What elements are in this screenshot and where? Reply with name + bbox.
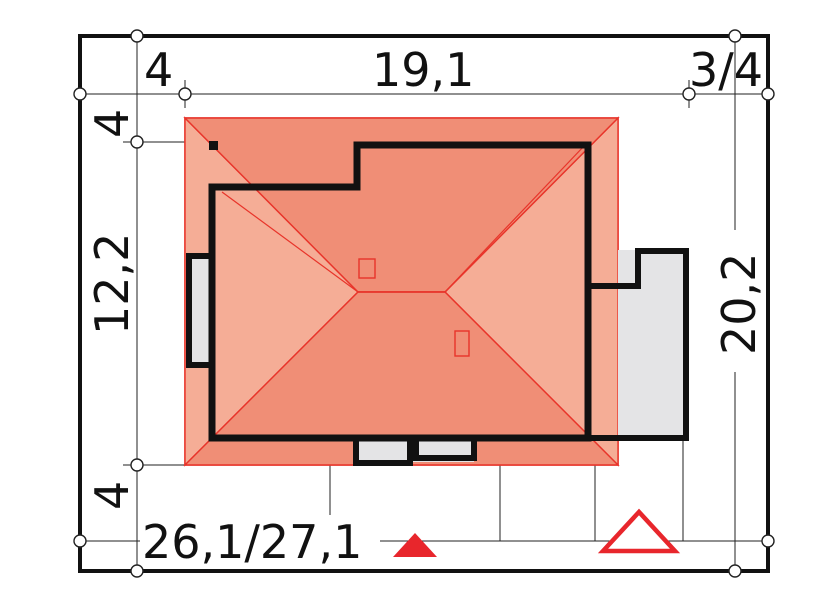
top-dimension-right: 3/4 — [689, 43, 763, 97]
chimney-1 — [358, 258, 376, 279]
corner-post — [209, 141, 218, 150]
house-walls — [208, 141, 592, 442]
entrance-marker-outline-icon — [597, 508, 681, 554]
garage-annex — [590, 248, 689, 441]
dimension-nodes — [73, 29, 775, 578]
left-bay — [186, 253, 213, 368]
plot-boundary — [78, 34, 770, 573]
left-dimension-bottom: 4 — [85, 481, 139, 510]
bottom-dimension: 26,1/27,1 — [142, 515, 362, 569]
roof-footprint — [183, 116, 620, 467]
right-dimension: 20,2 — [712, 253, 766, 355]
left-dimension-top: 4 — [85, 109, 139, 138]
top-dimension-left: 4 — [144, 43, 173, 97]
chimney-2 — [454, 330, 470, 357]
top-dimension-main: 19,1 — [372, 43, 474, 97]
entrance-marker-solid-icon — [393, 533, 437, 557]
left-dimension-middle: 12,2 — [85, 233, 139, 335]
